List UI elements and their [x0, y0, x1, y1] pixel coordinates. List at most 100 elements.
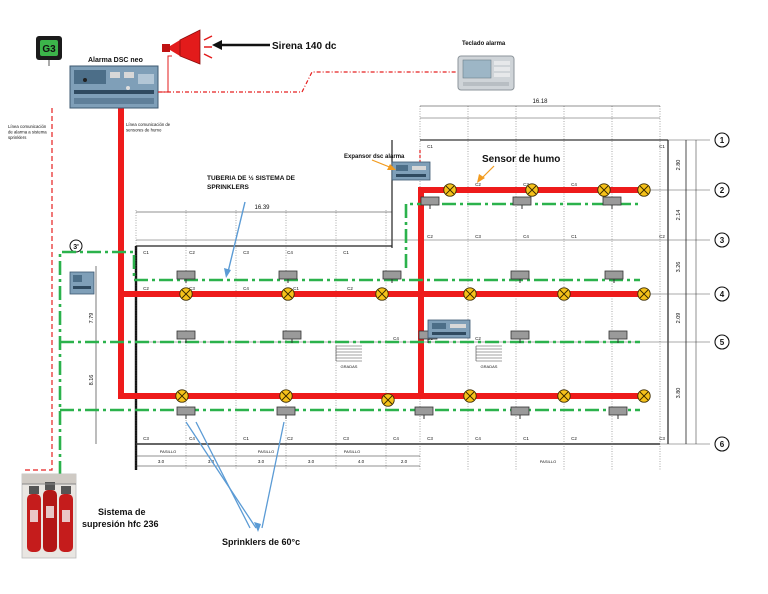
sprinkler-head-icon [176, 270, 196, 283]
column-tag: C2 [571, 436, 577, 441]
svg-text:6: 6 [720, 440, 725, 449]
passage-label: PASILLO [258, 449, 274, 454]
grid-row-bubble: 5 [714, 334, 730, 350]
dim-label-right: 2.09 [676, 313, 682, 324]
comm-line-to-suppression [24, 108, 53, 471]
svg-text:3: 3 [720, 236, 725, 245]
pipe-label-line2: SPRINKLERS [207, 184, 250, 191]
grid-row-bubble: 1 [714, 132, 730, 148]
column-tag: C2 [427, 234, 433, 239]
column-tag: C1 [143, 250, 149, 255]
keypad-device [457, 55, 515, 91]
keypad-label: Teclado alarma [462, 41, 506, 47]
dim-label-bottom: 2.0 [401, 459, 408, 464]
smoke-sensors [175, 183, 651, 407]
grid-row-bubble: 3 [714, 232, 730, 248]
column-tag: C3 [659, 436, 665, 441]
sprinkler-arrow-1 [185, 421, 257, 529]
smoke-sensor-icon [375, 287, 389, 301]
sprinkler-head-icon [176, 406, 196, 419]
sprinkler-head-icon [278, 270, 298, 283]
sprinkler-head-icon [608, 406, 628, 419]
sprinkler-head-icon [510, 330, 530, 343]
sprinklers-label: Sprinklers de 60°c [222, 537, 300, 547]
column-tag: C2 [475, 336, 481, 341]
pipe-label-line1: TUBERIA DE ½ SISTEMA DE [207, 174, 296, 182]
grid-row-bubble: 4 [714, 286, 730, 302]
smoke-sensor-pipes [118, 105, 649, 399]
column-tag: C3 [427, 436, 433, 441]
expander-board-1 [391, 161, 431, 181]
svg-text:G3: G3 [42, 44, 56, 55]
smoke-sensor-icon [557, 389, 571, 403]
svg-text:4: 4 [720, 290, 725, 299]
sprinkler-head-icon [602, 196, 622, 209]
smoke-sensor-icon [179, 287, 193, 301]
column-tag: C1 [243, 436, 249, 441]
dim-label-bottom: 4.0 [358, 459, 365, 464]
dim-label-right: 3.26 [676, 262, 682, 273]
smoke-sensor-icon [597, 183, 611, 197]
sprinkler-head-icon [510, 270, 530, 283]
sprinkler-head-icon [276, 406, 296, 419]
dim-label-bottom: 3.0 [258, 459, 265, 464]
column-tag: C2 [347, 286, 353, 291]
sprinkler-head-icon [382, 270, 402, 283]
sprinkler-head-icon [512, 196, 532, 209]
svg-text:3': 3' [73, 244, 79, 251]
smoke-sensor-icon [279, 389, 293, 403]
smoke-sensor-icon [281, 287, 295, 301]
passage-label: PASILLO [344, 449, 360, 454]
siren-icon [162, 29, 213, 65]
siren-wire [158, 55, 172, 93]
smoke-sensor-icon [175, 389, 189, 403]
passage-label: PASILLO [160, 449, 176, 454]
svg-text:GRADAS: GRADAS [341, 364, 358, 369]
column-tag: C3 [189, 286, 195, 291]
column-tag: C4 [393, 436, 399, 441]
dim-label-bottom: 3.0 [158, 459, 165, 464]
column-tag: C4 [287, 250, 293, 255]
svg-text:2: 2 [720, 186, 725, 195]
smoke-sensor-icon [637, 287, 651, 301]
expander-arrow [371, 159, 393, 169]
alarm-panel-board [69, 65, 159, 109]
column-tag: C2 [287, 436, 293, 441]
smoke-sensor-icon [463, 287, 477, 301]
sprinkler-head-icon [608, 330, 628, 343]
svg-text:GRADAS: GRADAS [481, 364, 498, 369]
column-tag: C4 [523, 234, 529, 239]
column-tag: C2 [143, 286, 149, 291]
column-tag: C1 [659, 144, 665, 149]
alarm-panel-label: Alarma DSC neo [88, 57, 143, 64]
column-tag: C4 [475, 436, 481, 441]
column-tag: C3 [523, 182, 529, 187]
column-tag: C1 [293, 286, 299, 291]
g3-logo: G3 [36, 36, 62, 66]
passage-label: PASILLO [540, 459, 556, 464]
column-tag: C1 [427, 144, 433, 149]
annotation-arrows [185, 159, 495, 532]
grid-row-bubble: 2 [714, 182, 730, 198]
pipe-label-arrow [227, 201, 246, 273]
column-tag: C3 [143, 436, 149, 441]
sprinkler-arrow-3 [195, 421, 251, 529]
smoke-sensor-icon [637, 183, 651, 197]
sprinkler-head-icon [604, 270, 624, 283]
sprinkler-line-a [58, 250, 640, 500]
dim-label-top: 16.18 [532, 99, 548, 105]
column-tag: C2 [475, 182, 481, 187]
dim-label-right: 2.80 [676, 160, 682, 171]
column-tag: C1 [523, 436, 529, 441]
suppression-label-line1: Sistema de [98, 507, 146, 517]
column-tag: C4 [243, 286, 249, 291]
smoke-sensor-label: Sensor de humo [482, 154, 560, 165]
stairs-symbol: GRADAS [335, 345, 362, 369]
column-tag: C4 [571, 182, 577, 187]
expander-board-3 [427, 319, 471, 339]
expander-board-2 [69, 271, 95, 295]
smoke-sensor-icon [637, 389, 651, 403]
dim-label-bottom: 3.0 [208, 459, 215, 464]
